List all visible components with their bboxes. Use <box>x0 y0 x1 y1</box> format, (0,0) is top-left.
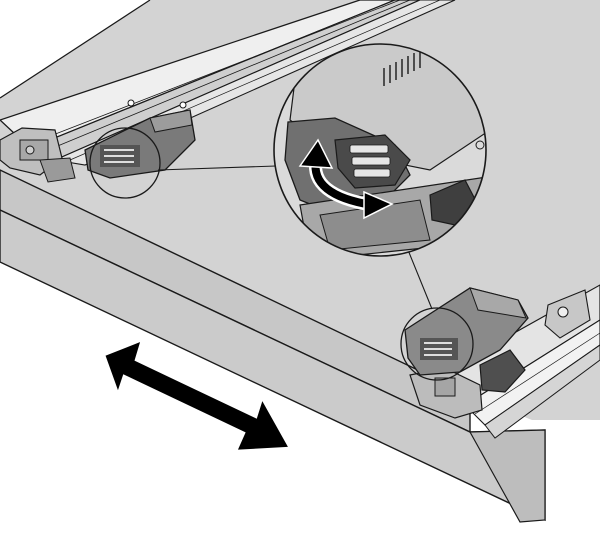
curved-double-arrow-icon <box>298 138 394 220</box>
detail-adjustment-wheel <box>334 134 411 189</box>
panel-side-face <box>468 429 546 523</box>
left-callout-circle <box>89 127 161 199</box>
drawer-bottom-panel <box>0 0 600 523</box>
left-runner-rail <box>0 0 456 166</box>
right-locking-clip <box>404 287 529 376</box>
right-callout-circle <box>400 307 474 381</box>
right-runner-bracket <box>409 289 591 419</box>
detail-ridges <box>383 50 421 86</box>
left-runner-bracket <box>0 127 76 183</box>
double-headed-arrow-icon <box>102 337 293 453</box>
right-leader-line <box>407 249 433 310</box>
panel-back-edge <box>0 0 151 99</box>
left-locking-clip <box>84 109 196 179</box>
detail-magnifier <box>273 43 487 257</box>
left-leader-line <box>157 165 277 171</box>
detail-callout-circle <box>273 43 487 257</box>
